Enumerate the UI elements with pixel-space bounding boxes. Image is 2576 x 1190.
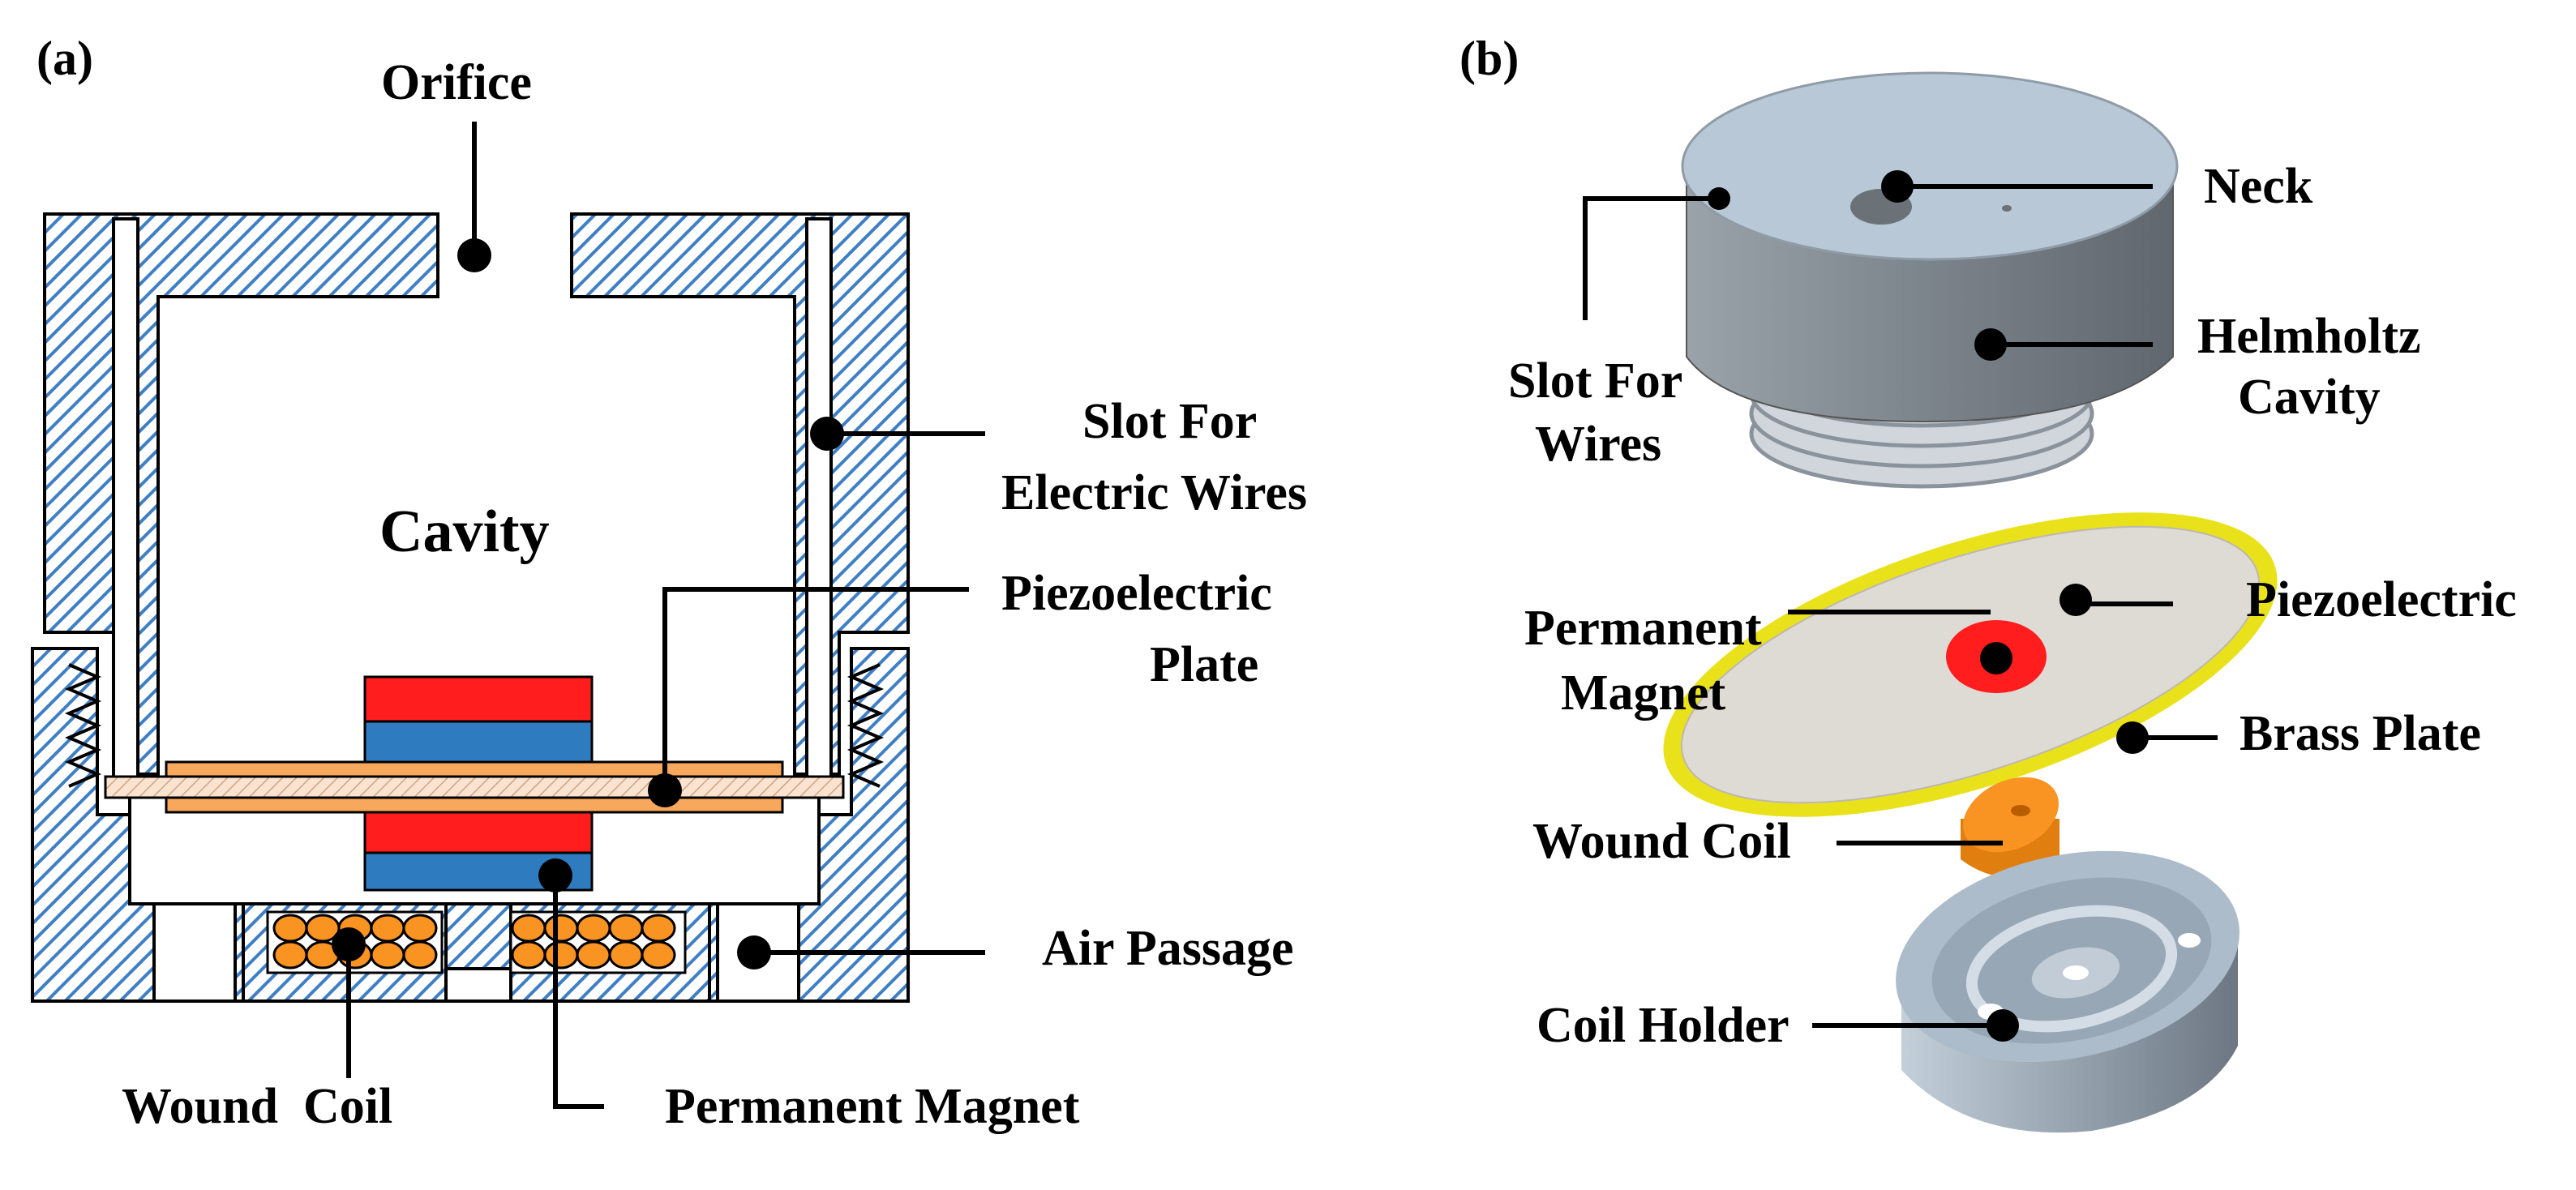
leaders-b <box>1583 184 2218 1028</box>
slot-hole-2 <box>2002 205 2012 212</box>
magnet-top-blue <box>363 720 594 764</box>
label-piezoelectric-b: Piezoelectric <box>2246 572 2517 627</box>
thread-right <box>847 663 885 788</box>
air-passage-left <box>152 902 237 1003</box>
label-helmholtz-line1: Helmholtz <box>2197 309 2421 364</box>
wound-coil-hole <box>2011 805 2030 816</box>
cylinder-top <box>1681 71 2179 261</box>
label-wound-coil-a: Wound Coil <box>122 1079 392 1134</box>
magnet-bottom-red <box>363 811 594 854</box>
brass-plate <box>104 775 845 799</box>
label-permanent-magnet-a: Permanent Magnet <box>665 1079 1080 1134</box>
label-magnet-line1-b: Permanent <box>1524 601 1762 656</box>
helmholtz-cylinder <box>1681 71 2179 489</box>
wire-slot-left <box>112 217 139 780</box>
label-air-passage: Air Passage <box>1042 921 1294 976</box>
coil-holder-slot-2 <box>2178 933 2201 948</box>
wound-coil-top <box>1963 777 2059 853</box>
piezo-layer-bottom <box>165 796 784 814</box>
label-slot-line1-b: Slot For <box>1508 353 1682 409</box>
label-coil-holder: Coil Holder <box>1537 998 1789 1053</box>
leaders-a <box>346 122 985 1109</box>
leader-dots-b <box>1708 170 2149 1042</box>
coil-holder <box>1896 850 2240 1133</box>
label-helmholtz-line2: Cavity <box>2238 370 2381 425</box>
panel-b-tag: (b) <box>1459 32 1519 85</box>
thread-left <box>64 663 102 788</box>
label-piezo-line2: Plate <box>1150 637 1258 692</box>
label-neck: Neck <box>2204 159 2313 214</box>
label-slot-line2-b: Wires <box>1535 417 1661 472</box>
leader-dots-a <box>332 238 844 970</box>
magnet-top-red <box>363 675 594 723</box>
label-slot-line1: Slot For <box>1082 394 1257 449</box>
label-slot-line2: Electric Wires <box>1001 465 1307 520</box>
label-orifice: Orifice <box>381 55 532 110</box>
label-brass-plate: Brass Plate <box>2240 706 2481 761</box>
label-cavity: Cavity <box>379 499 550 565</box>
label-piezo-line1: Piezoelectric <box>1001 566 1272 621</box>
panel-a-tag: (a) <box>36 32 93 85</box>
coil-holder-ring <box>1965 905 2178 1033</box>
panel-b: (b) Neck Helmholtz Cavity Slot For Wires… <box>1459 32 2517 1133</box>
center-gap <box>444 967 512 1003</box>
piezo-layer-top <box>165 760 784 778</box>
label-wound-coil-b: Wound Coil <box>1532 814 1791 869</box>
label-magnet-line2-b: Magnet <box>1561 666 1726 721</box>
coil-holder-hole <box>2063 965 2089 980</box>
wire-slot-right <box>805 217 833 780</box>
wound-coil-turns <box>272 914 676 970</box>
panel-a: (a) Orifice Cavity Slot For Electric Wir… <box>31 32 1307 1134</box>
